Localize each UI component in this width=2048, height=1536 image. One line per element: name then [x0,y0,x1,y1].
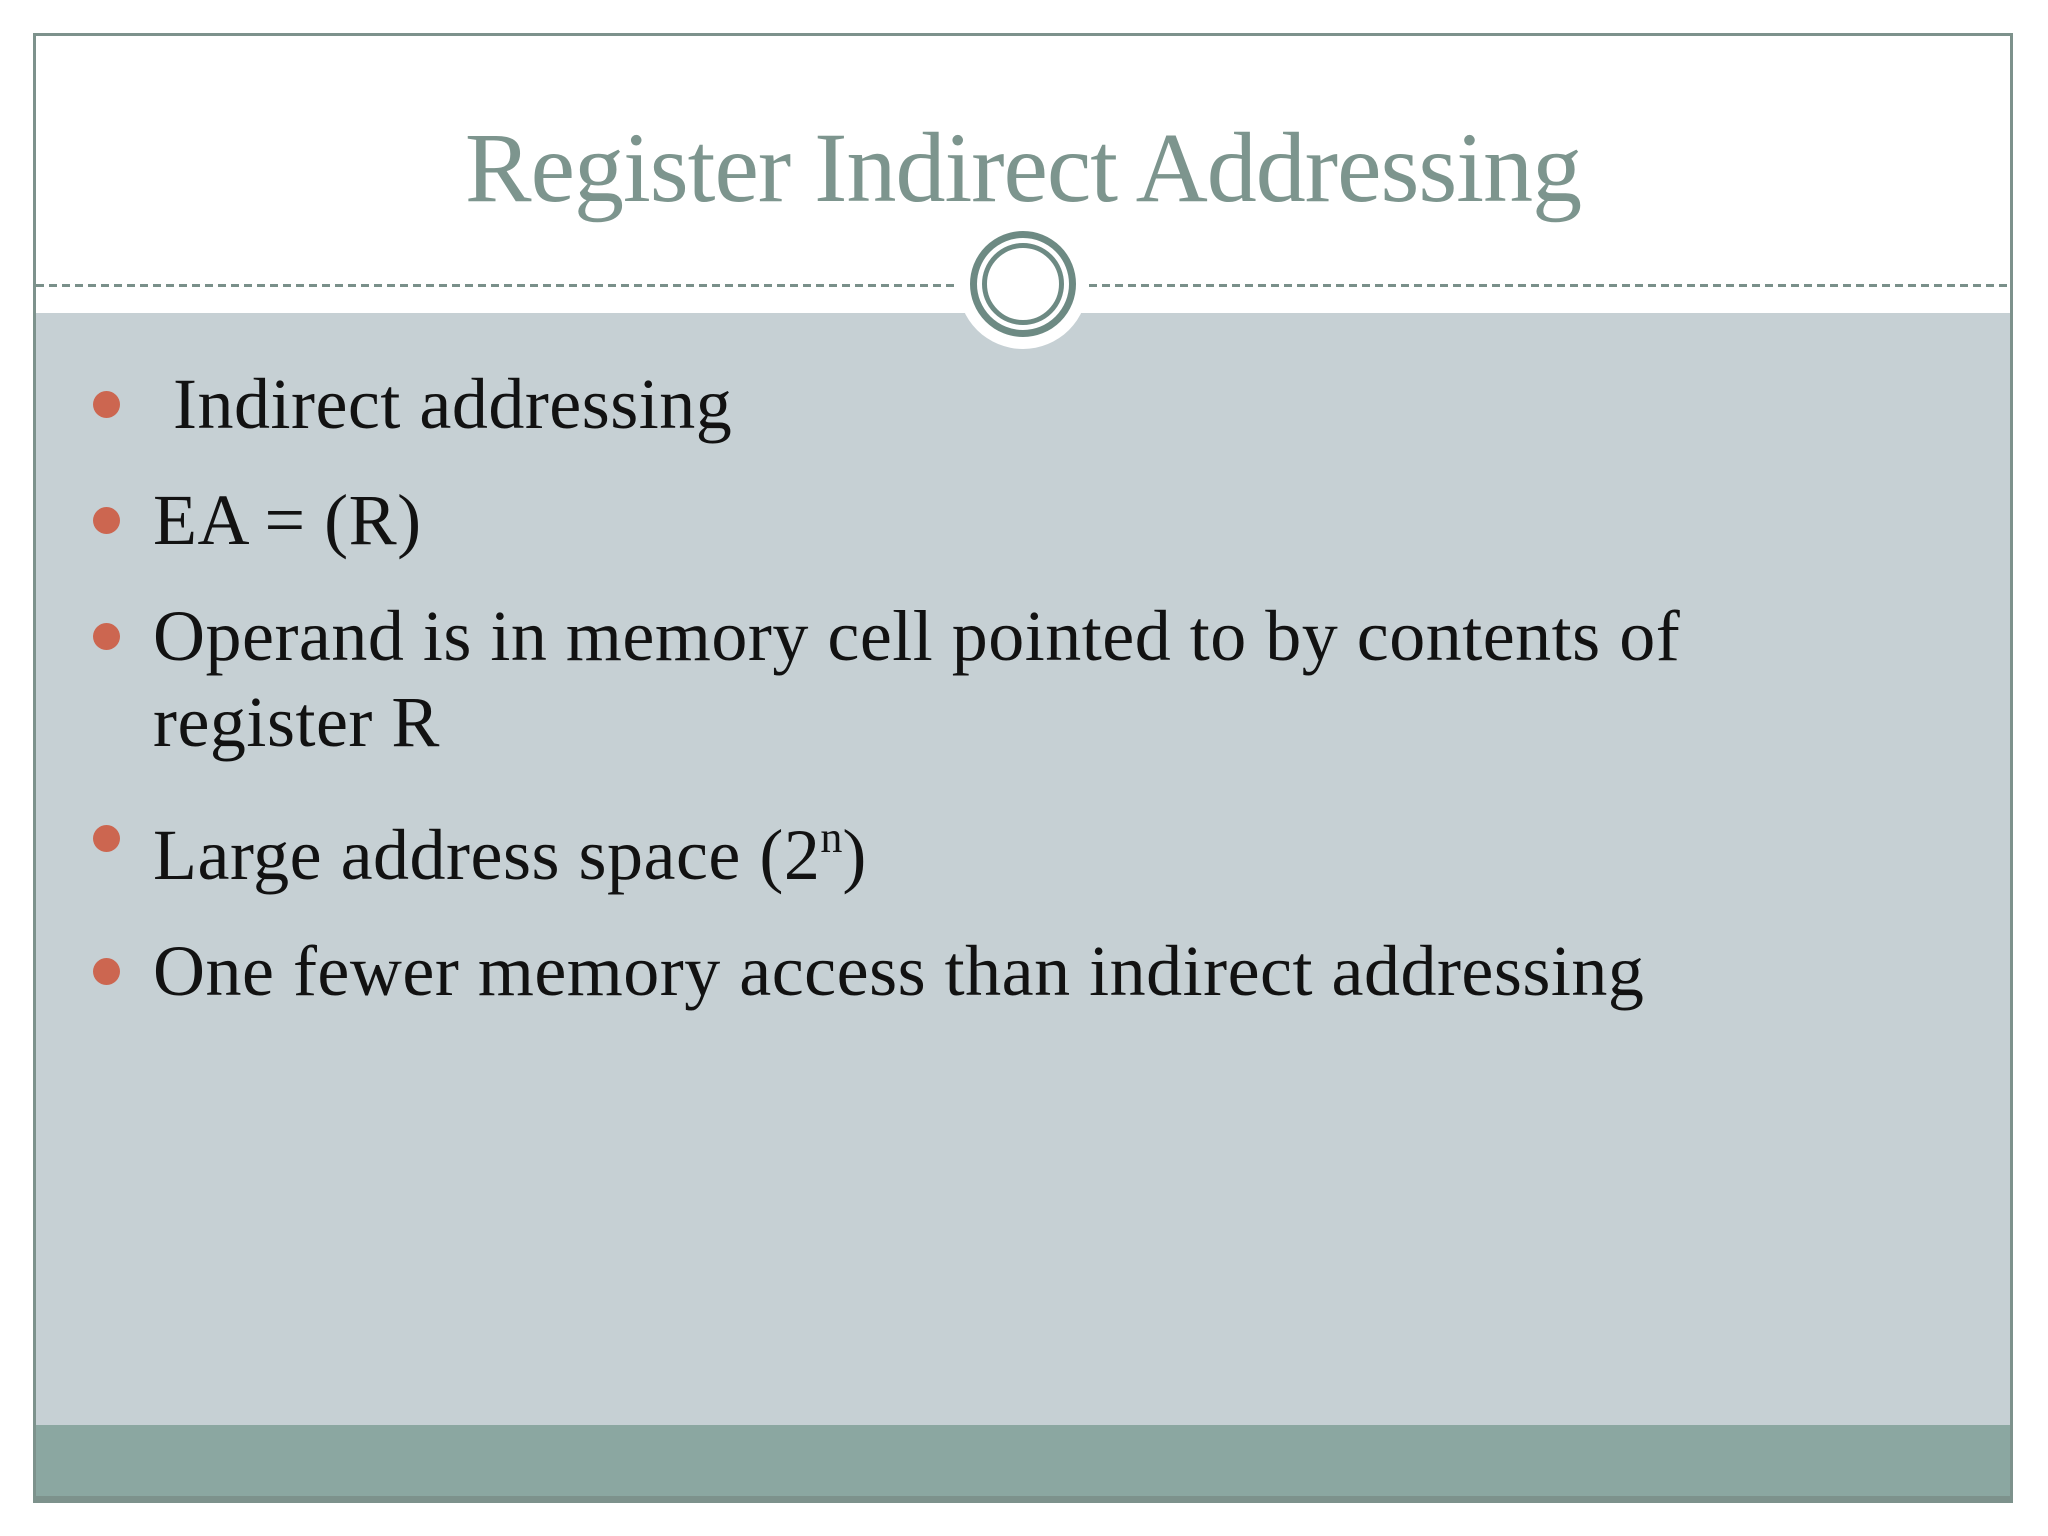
ornament-outer-ring-icon [970,231,1076,337]
bullet-item: Operand is in memory cell pointed to by … [93,593,1950,765]
bullet-line: EA = (R) [153,480,422,560]
bullet-line: register R [153,682,440,762]
bullet-dot-icon [93,623,120,650]
bullet-dot-icon [93,507,120,534]
bullet-item-text: Operand is in memory cell pointed to by … [153,593,1680,765]
bullet-line: Indirect addressing [173,364,733,444]
bullet-item: Large address space (2n) [93,795,1950,898]
bullet-item: EA = (R) [93,477,1950,563]
slide: Register Indirect Addressing Indirect ad… [33,33,2013,1503]
slide-body: Indirect addressing EA = (R) Operand is … [36,313,2010,1429]
bullet-item: Indirect addressing [93,361,1950,447]
footer-bar [36,1425,2010,1500]
bullet-item-text: Large address space (2n) [153,795,867,898]
bullet-line: One fewer memory access than indirect ad… [153,931,1645,1011]
bullet-item-text: EA = (R) [153,477,422,563]
bullet-dot-icon [93,391,120,418]
ornament-inner-ring-icon [982,243,1064,325]
bullet-item-text: Indirect addressing [153,361,732,447]
bullet-superscript: n [820,813,843,862]
bullet-item-text: One fewer memory access than indirect ad… [153,928,1644,1014]
bullet-line-suffix: ) [842,815,867,895]
bullet-line: Operand is in memory cell pointed to by … [153,596,1681,676]
slide-title: Register Indirect Addressing [464,112,1582,223]
bullet-dot-icon [93,958,120,985]
bullet-line-prefix: Large address space (2 [153,815,821,895]
bullet-dot-icon [93,825,120,852]
bullet-item: One fewer memory access than indirect ad… [93,928,1950,1014]
